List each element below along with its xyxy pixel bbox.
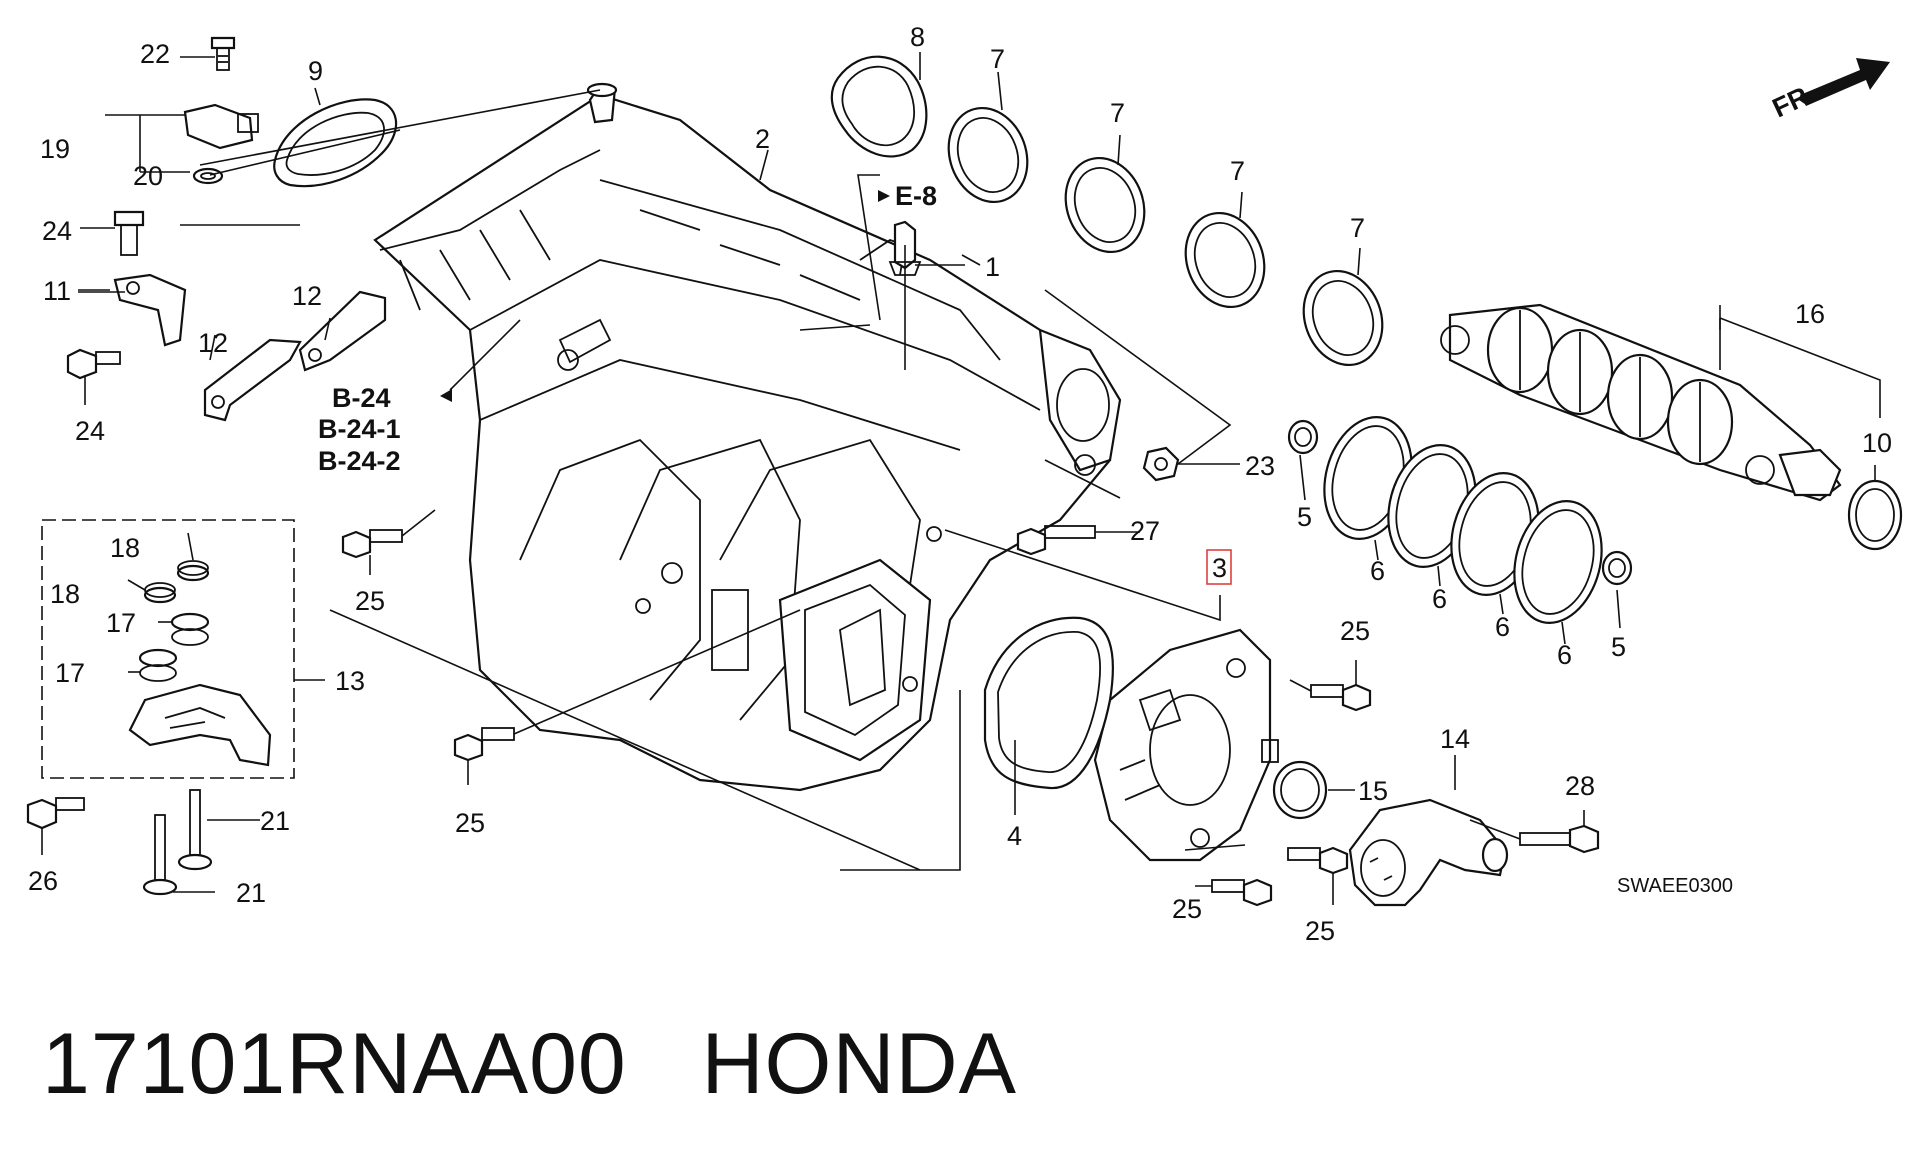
- callout-5a: 5: [1297, 502, 1312, 532]
- callout-7d: 7: [1350, 213, 1365, 243]
- callout-13: 13: [335, 666, 365, 696]
- callout-7c: 7: [1230, 156, 1245, 186]
- throttle-body: [1093, 628, 1279, 862]
- callout-11: 11: [43, 276, 71, 306]
- bracket-11: [113, 210, 187, 347]
- orientation-label: FR.: [1768, 78, 1820, 124]
- ref-e8: E-8: [895, 181, 937, 211]
- ref-b24-1: B-24-1: [318, 414, 401, 444]
- callout-7a: 7: [990, 44, 1005, 74]
- callout-6b: 6: [1432, 584, 1447, 614]
- bolts-25: [341, 529, 1372, 907]
- water-passage-14: [1348, 798, 1509, 907]
- front-arrow-icon: [1800, 58, 1890, 106]
- callout-24a: 24: [42, 216, 72, 246]
- brand-name: HONDA: [701, 1016, 1018, 1112]
- ref-b24: B-24: [332, 383, 391, 413]
- callout-18b: 18: [50, 579, 80, 609]
- callout-9: 9: [308, 56, 323, 86]
- nut-23: [1142, 446, 1180, 482]
- callout-25c: 25: [1340, 616, 1370, 646]
- gasket-4: [983, 616, 1114, 790]
- gasket-9: [273, 98, 398, 188]
- ref-b24-2: B-24-2: [318, 446, 401, 476]
- callout-6d: 6: [1557, 640, 1572, 670]
- callout-6c: 6: [1495, 612, 1510, 642]
- callout-26: 26: [28, 866, 58, 896]
- highlight-box: [1206, 549, 1232, 585]
- callout-20: 20: [133, 161, 163, 191]
- callout-25d: 25: [1172, 894, 1202, 924]
- callout-2: 2: [755, 124, 770, 154]
- part-number: 17101RNAA00: [42, 1016, 627, 1112]
- callout-12b: 12: [292, 281, 322, 311]
- footer: 17101RNAA00 HONDA: [42, 1015, 1017, 1114]
- callout-3: 3: [1212, 553, 1227, 583]
- callout-14: 14: [1440, 724, 1470, 754]
- bolt-26: [26, 797, 85, 830]
- callout-21a: 21: [260, 806, 290, 836]
- bolt-28: [1519, 824, 1600, 854]
- bolt-24-lower: [66, 348, 121, 380]
- callout-18a: 18: [110, 533, 140, 563]
- intake-manifold-body: [373, 82, 1122, 792]
- callout-10: 10: [1862, 428, 1892, 458]
- callout-4: 4: [1007, 821, 1022, 851]
- o-ring-10: [1847, 479, 1903, 551]
- map-sensor-19: [183, 36, 259, 185]
- callout-27: 27: [1130, 516, 1160, 546]
- callout-25a: 25: [355, 586, 385, 616]
- callout-6a: 6: [1370, 556, 1385, 586]
- callout-5b: 5: [1611, 632, 1626, 662]
- callout-16: 16: [1795, 299, 1825, 329]
- callout-7b: 7: [1110, 98, 1125, 128]
- leader-lines: [41, 52, 1881, 905]
- callout-21b: 21: [236, 878, 266, 908]
- diagram-code: SWAEE0300: [1617, 875, 1733, 897]
- callout-12a: 12: [198, 328, 228, 358]
- bolt-27: [1016, 525, 1096, 556]
- studs-21: [142, 789, 213, 896]
- callout-17b: 17: [55, 658, 85, 688]
- callout-28: 28: [1565, 771, 1595, 801]
- bracket-assembly-13-box: [41, 519, 295, 779]
- gaskets-6: [1323, 416, 1603, 624]
- gasket-8: [830, 55, 928, 158]
- callout-25b: 25: [455, 808, 485, 838]
- gaskets-7: [947, 106, 1384, 367]
- callout-8: 8: [910, 22, 925, 52]
- mount-bracket-13: [128, 560, 272, 767]
- brackets-12: [203, 290, 387, 422]
- callout-25e: 25: [1305, 916, 1335, 946]
- callout-22: 22: [140, 39, 170, 69]
- callout-17a: 17: [106, 608, 136, 638]
- callout-24b: 24: [75, 416, 105, 446]
- callout-labels: 1 2 3 4 5 5 6 6 6 6 7 7 7 7 8 9 10 11 12…: [28, 22, 1892, 946]
- callout-15: 15: [1358, 776, 1388, 806]
- callout-23: 23: [1245, 451, 1275, 481]
- callout-19: 19: [40, 134, 70, 164]
- clips-5: [1287, 419, 1633, 586]
- callout-1: 1: [985, 252, 1000, 282]
- runner-plate-16: [1440, 303, 1842, 502]
